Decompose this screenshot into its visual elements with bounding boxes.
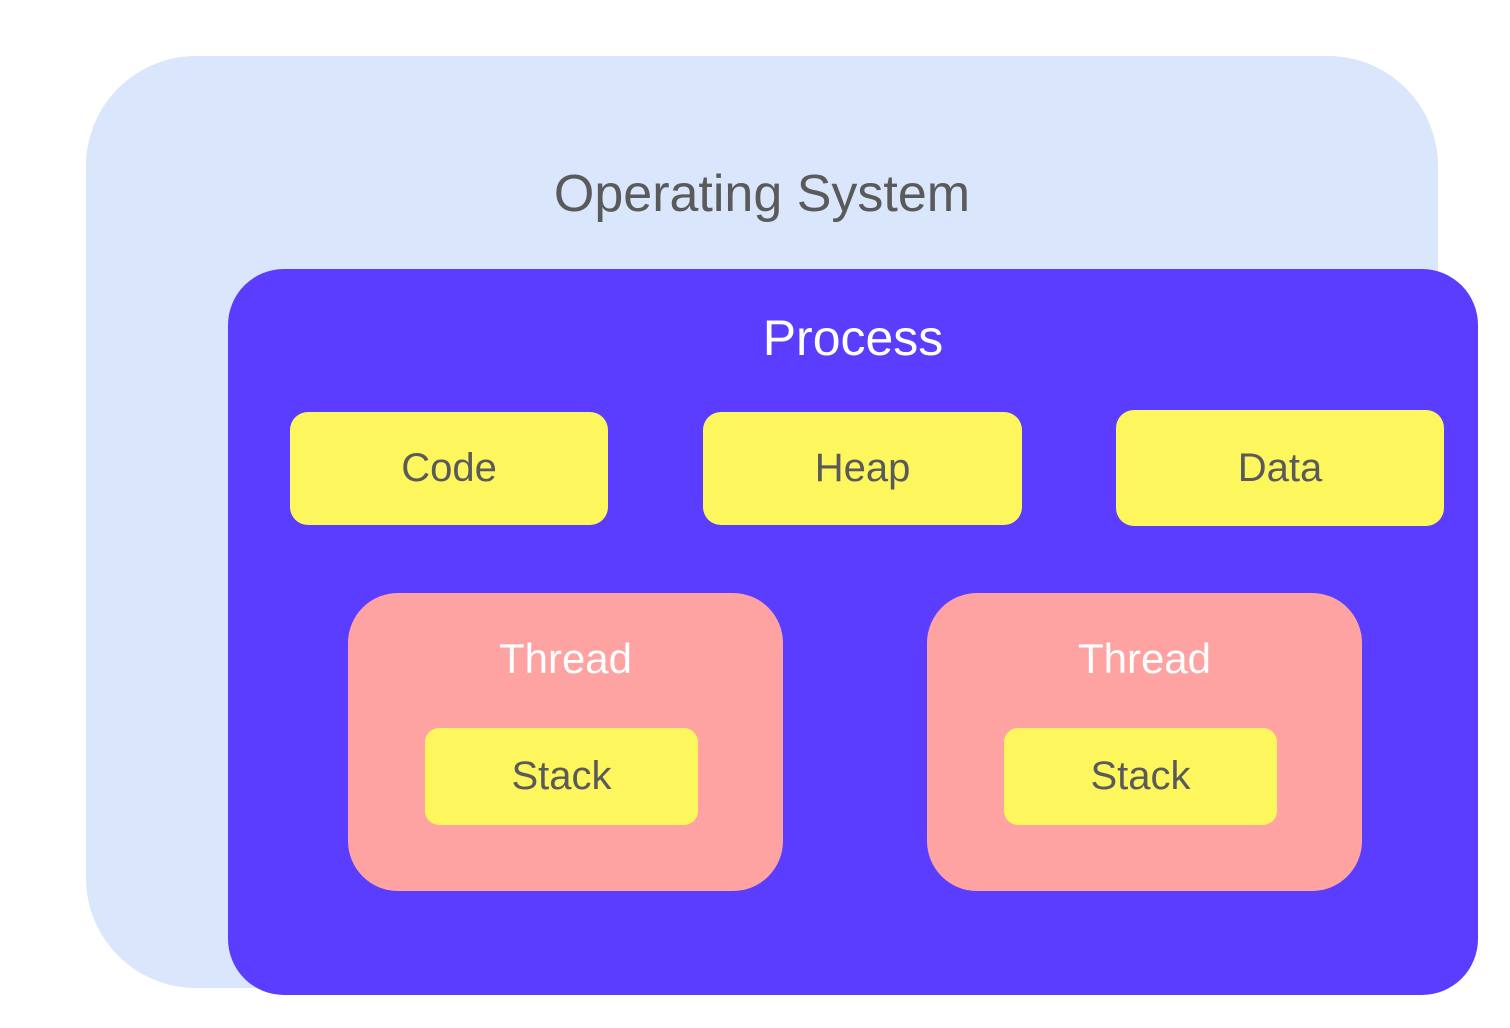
stack-box-1: Stack xyxy=(425,728,698,825)
stack-label-2: Stack xyxy=(1090,754,1191,798)
data-segment-label: Data xyxy=(1237,446,1323,490)
thread-box-2: Thread Stack xyxy=(927,593,1362,891)
thread-label-1: Thread xyxy=(498,635,633,682)
heap-segment-label: Heap xyxy=(814,446,911,490)
operating-system-label: Operating System xyxy=(553,165,971,223)
process-label: Process xyxy=(762,310,944,366)
stack-box-2: Stack xyxy=(1004,728,1277,825)
process-box: Process Code Heap Data Thread Stack Thre… xyxy=(228,269,1478,995)
operating-system-box: Operating System Process Code Heap Data … xyxy=(86,56,1478,995)
thread-label-2: Thread xyxy=(1077,635,1212,682)
heap-segment-box: Heap xyxy=(703,412,1022,525)
code-segment-box: Code xyxy=(290,412,608,525)
data-segment-box: Data xyxy=(1116,410,1444,526)
thread-box-1: Thread Stack xyxy=(348,593,783,891)
stack-label-1: Stack xyxy=(511,754,612,798)
code-segment-label: Code xyxy=(401,446,497,490)
